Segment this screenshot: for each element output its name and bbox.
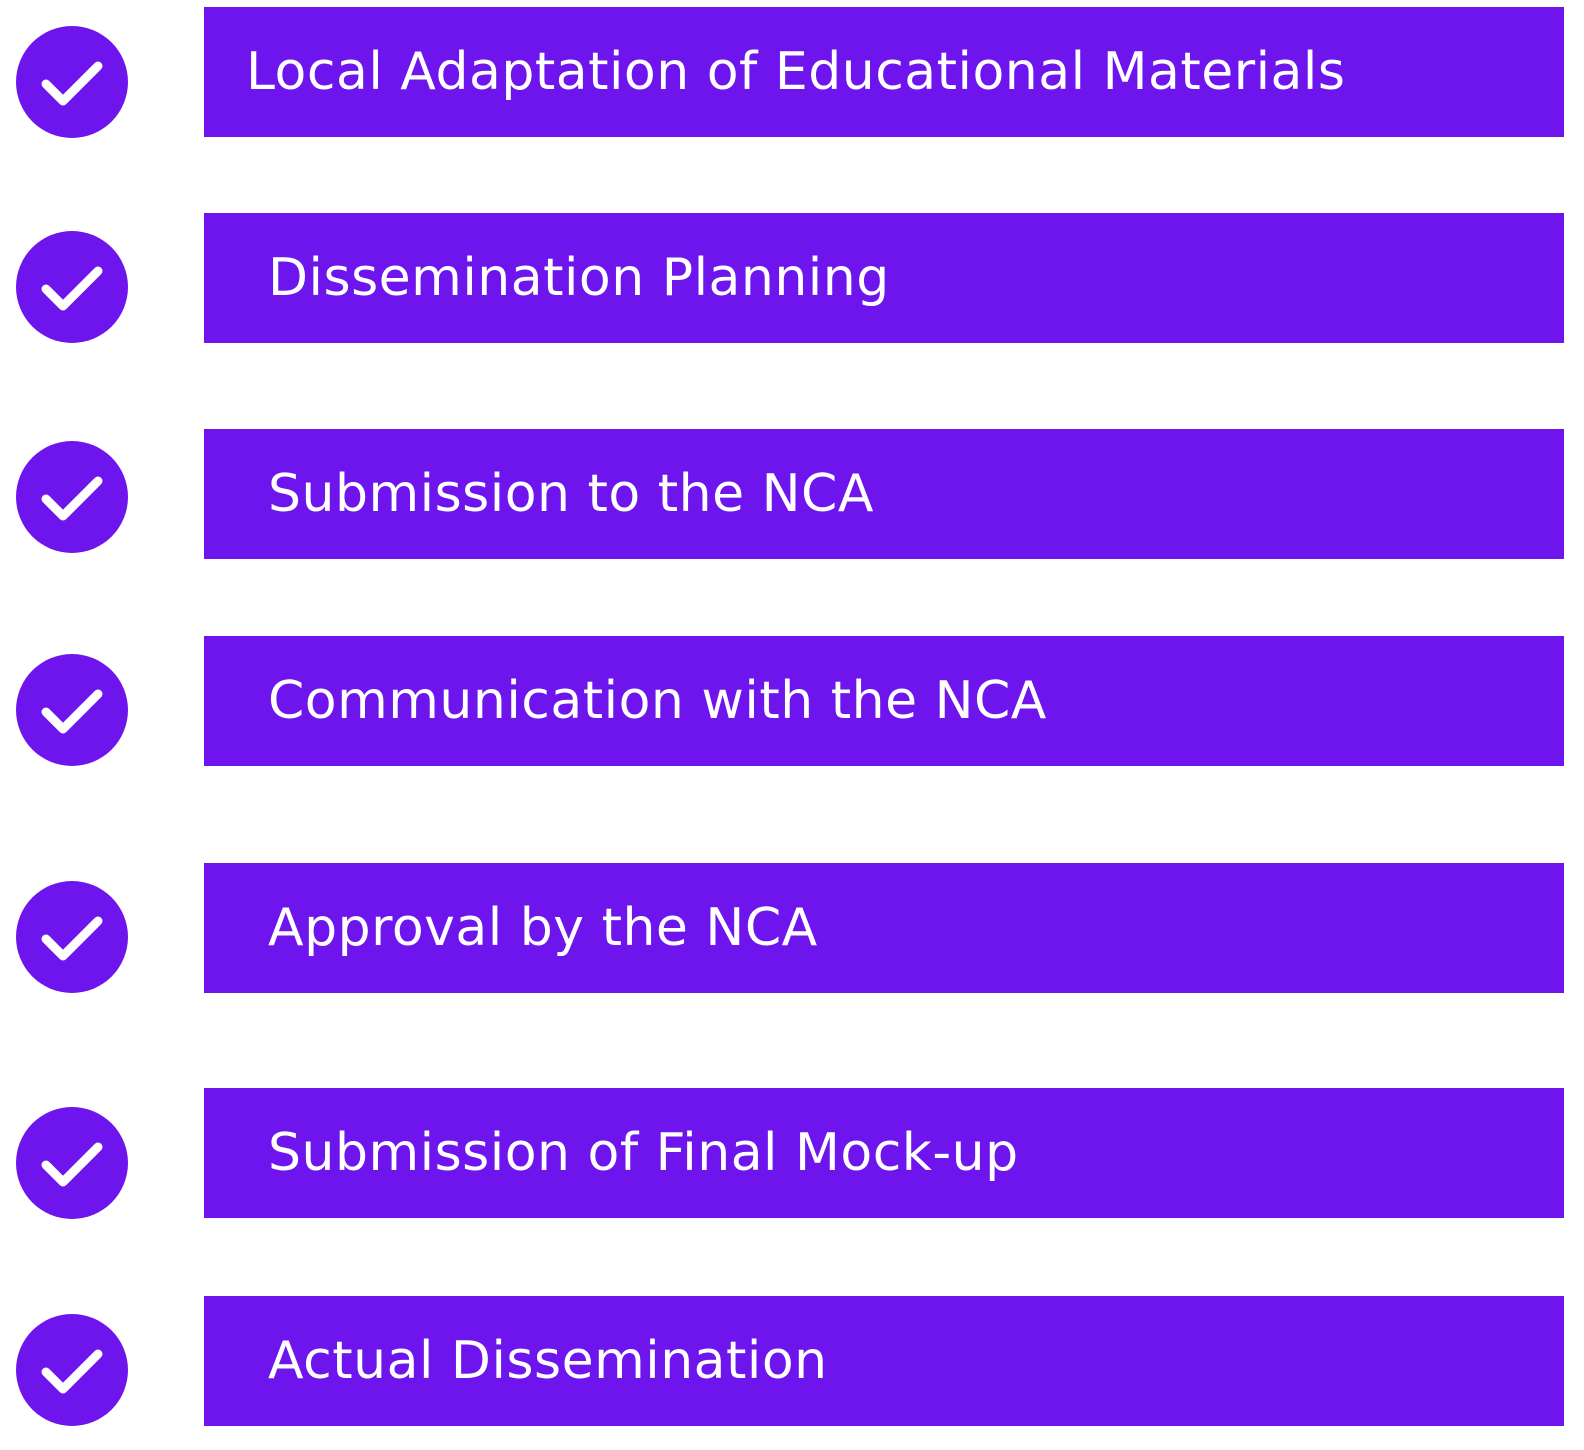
check-badge <box>16 26 128 138</box>
check-icon <box>41 1142 103 1187</box>
step-label: Dissemination Planning <box>268 248 890 308</box>
check-icon <box>41 1349 103 1394</box>
step-bar: Local Adaptation of Educational Material… <box>204 7 1564 137</box>
check-badge <box>16 1314 128 1426</box>
checklist-item: Communication with the NCA <box>0 636 1584 766</box>
checklist-item: Submission to the NCA <box>0 429 1584 559</box>
check-icon <box>41 916 103 961</box>
step-bar: Communication with the NCA <box>204 636 1564 766</box>
step-label: Actual Dissemination <box>268 1331 828 1391</box>
check-badge <box>16 881 128 993</box>
step-label: Local Adaptation of Educational Material… <box>246 42 1346 102</box>
check-icon <box>41 266 103 311</box>
step-label: Submission to the NCA <box>268 464 874 524</box>
checklist-item: Submission of Final Mock-up <box>0 1088 1584 1219</box>
check-badge <box>16 654 128 766</box>
step-label: Submission of Final Mock-up <box>268 1123 1019 1183</box>
checklist-item: Local Adaptation of Educational Material… <box>0 7 1584 138</box>
step-bar: Approval by the NCA <box>204 863 1564 993</box>
step-label: Approval by the NCA <box>268 898 818 958</box>
check-badge <box>16 441 128 553</box>
check-icon <box>41 61 103 106</box>
checklist-item: Dissemination Planning <box>0 213 1584 343</box>
check-icon <box>41 476 103 521</box>
check-badge <box>16 1107 128 1219</box>
check-badge <box>16 231 128 343</box>
checklist-item: Actual Dissemination <box>0 1296 1584 1426</box>
step-bar: Dissemination Planning <box>204 213 1564 343</box>
step-bar: Submission to the NCA <box>204 429 1564 559</box>
check-icon <box>41 689 103 734</box>
step-label: Communication with the NCA <box>268 671 1047 731</box>
step-bar: Submission of Final Mock-up <box>204 1088 1564 1218</box>
checklist-item: Approval by the NCA <box>0 863 1584 993</box>
step-bar: Actual Dissemination <box>204 1296 1564 1426</box>
